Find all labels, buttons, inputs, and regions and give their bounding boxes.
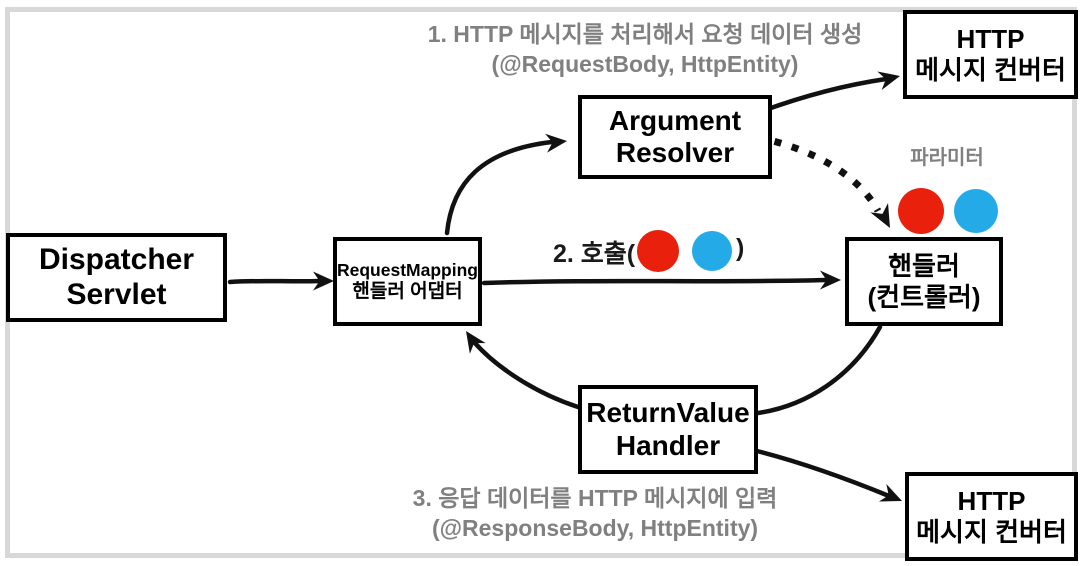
annotation-step2-call-open: 2. 호출( — [553, 240, 636, 268]
arrow-argument-resolver-to-http-converter-top — [754, 76, 889, 116]
arrow-argument-resolver-to-handler-dashed — [756, 133, 882, 213]
annotation-step1-line1: 1. HTTP 메시지를 처리해서 요청 데이터 생성 — [427, 21, 863, 47]
annotation-step3-line1: 3. 응답 데이터를 HTTP 메시지에 입력 — [412, 485, 778, 511]
box-argument-resolver: Argument Resolver — [578, 95, 772, 179]
parameter-red-dot — [898, 188, 944, 234]
box-handler-controller-line1: 핸들러 — [888, 251, 960, 282]
arrowhead-dispatcher-to-adapter — [313, 271, 334, 291]
annotation-step2-call-close: ) — [736, 234, 745, 262]
box-http-converter-top-line2: 메시지 컨버터 — [915, 54, 1066, 85]
annotation-parameter-label: 파라미터 — [910, 147, 984, 169]
box-return-value-handler-line1: ReturnValue — [586, 397, 750, 429]
box-handler-controller: 핸들러 (컨트롤러) — [845, 237, 1003, 326]
arrow-dispatcher-to-adapter — [227, 278, 323, 285]
line-handler-to-return-value-handler — [755, 324, 883, 416]
box-handler-controller-line2: (컨트롤러) — [867, 281, 981, 312]
call-red-dot — [637, 230, 679, 272]
box-http-converter-bottom-line1: HTTP — [957, 486, 1026, 517]
annotation-step1-line2: (@RequestBody, HttpEntity) — [491, 51, 799, 78]
box-argument-resolver-line1: Argument — [608, 104, 742, 136]
annotation-step3-line2: (@ResponseBody, HttpEntity) — [431, 515, 759, 542]
arrowhead-adapter-to-handler — [820, 270, 841, 290]
arrow-adapter-to-handler — [481, 277, 830, 286]
arrow-return-value-handler-to-adapter — [471, 339, 581, 410]
box-argument-resolver-line2: Resolver — [615, 137, 735, 168]
arrowhead-argument-resolver-to-handler-dashed — [870, 202, 890, 228]
arrow-return-value-handler-to-http-converter-bottom — [754, 448, 892, 499]
box-return-value-handler: ReturnValue Handler — [578, 385, 758, 474]
box-http-converter-top-line1: HTTP — [956, 24, 1025, 55]
box-http-converter-bottom-line2: 메시지 컨버터 — [916, 516, 1067, 547]
box-request-mapping-adapter-line1: RequestMapping — [337, 260, 478, 281]
box-request-mapping-adapter: RequestMapping 핸들러 어댑터 — [333, 237, 482, 326]
arrow-adapter-to-argument-resolver — [444, 139, 555, 236]
box-dispatcher-servlet-line2: Servlet — [66, 277, 167, 311]
arrowhead-argument-resolver-to-http-converter-top — [877, 71, 900, 90]
box-http-converter-bottom: HTTP 메시지 컨버터 — [905, 472, 1078, 561]
annotation-step1: 1. HTTP 메시지를 처리해서 요청 데이터 생성 (@RequestBod… — [400, 19, 890, 80]
box-dispatcher-servlet-line1: Dispatcher — [38, 242, 195, 276]
box-request-mapping-adapter-line2: 핸들러 어댑터 — [352, 280, 463, 302]
box-http-converter-top: HTTP 메시지 컨버터 — [903, 10, 1078, 99]
arrowhead-return-value-handler-to-http-converter-bottom — [878, 484, 902, 502]
call-blue-dot — [692, 231, 732, 271]
parameter-blue-dot — [954, 189, 998, 233]
box-return-value-handler-line2: Handler — [615, 429, 721, 461]
arrowhead-return-value-handler-to-adapter — [466, 331, 486, 354]
annotation-step3: 3. 응답 데이터를 HTTP 메시지에 입력 (@ResponseBody, … — [355, 483, 835, 544]
box-dispatcher-servlet: Dispatcher Servlet — [6, 233, 227, 322]
arrowhead-adapter-to-argument-resolver — [545, 133, 567, 153]
